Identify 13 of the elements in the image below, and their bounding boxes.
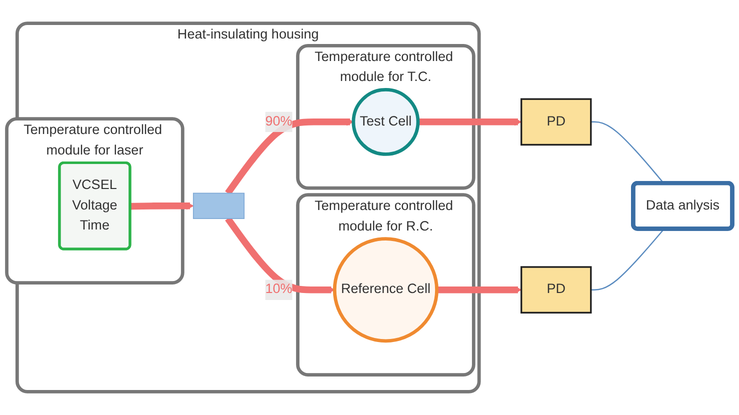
arrow [436, 286, 522, 294]
connector [590, 228, 664, 290]
arrow [225, 118, 354, 196]
arrow [130, 202, 194, 210]
node-circle: Reference Cell [332, 237, 438, 343]
node-box: PD [520, 266, 592, 314]
edge-label: 10% [265, 282, 292, 297]
arrow [418, 118, 522, 126]
node-box [192, 192, 245, 219]
node-box: PD [520, 98, 592, 146]
node-circle: Test Cell [352, 88, 420, 156]
arrow [225, 216, 335, 294]
edge-label: 90% [265, 114, 292, 129]
